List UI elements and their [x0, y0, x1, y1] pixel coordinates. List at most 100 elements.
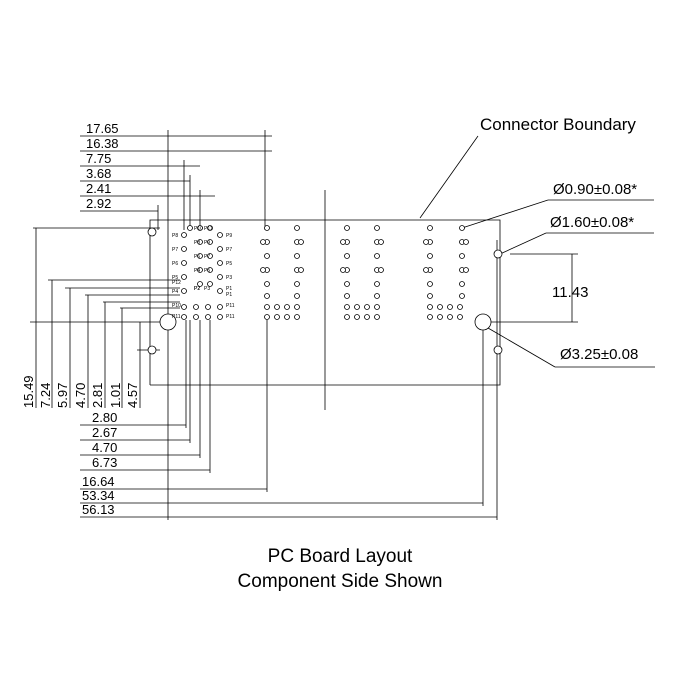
pin-label-midright-1: P9 — [204, 240, 210, 246]
pin-hole — [207, 225, 213, 231]
mount-hole-right — [474, 313, 492, 331]
pin-label-midleft-0: P10 — [194, 226, 203, 232]
dim-2-67: 2.67 — [92, 425, 117, 440]
pin-hole — [344, 293, 350, 299]
dim-2-41: 2.41 — [86, 181, 111, 196]
dim-53-34: 53.34 — [82, 488, 115, 503]
small-hole-callout: Ø0.90±0.08* — [553, 181, 637, 198]
pin-hole — [217, 288, 223, 294]
vdim-15-49: 15.49 — [21, 375, 36, 408]
pin-hole — [207, 239, 213, 245]
pin-hole — [459, 281, 465, 287]
caption-line-2: Component Side Shown — [238, 571, 443, 592]
pin-hole — [340, 267, 346, 273]
pin-hole — [378, 267, 384, 273]
pin-hole — [217, 314, 223, 320]
pin-label-misc-0: P12 — [172, 280, 181, 286]
pin-hole — [459, 293, 465, 299]
pin-label-midright-0: P11 — [204, 226, 213, 232]
pin-hole — [437, 304, 443, 310]
dim-56-13: 56.13 — [82, 502, 115, 517]
pin-hole — [344, 314, 350, 320]
vdim-4-57: 4.57 — [125, 383, 140, 408]
pin-hole — [181, 232, 187, 238]
pin-hole — [364, 314, 370, 320]
pin-hole — [294, 225, 300, 231]
bottom-dimensions: 2.80 2.67 4.70 6.73 16.64 53.34 56.13 — [80, 240, 498, 520]
pin-grid — [181, 225, 469, 320]
pin-hole — [197, 239, 203, 245]
pin-hole — [378, 239, 384, 245]
pin-hole — [437, 314, 443, 320]
pin-hole — [294, 314, 300, 320]
top-dimensions: 17.65 16.38 7.75 3.68 2.41 2.92 — [80, 121, 272, 212]
pin-hole — [181, 274, 187, 280]
pin-hole — [427, 225, 433, 231]
connector-boundary-outline — [149, 219, 501, 386]
pin-hole — [294, 281, 300, 287]
dim-4-70-b: 4.70 — [92, 440, 117, 455]
pin-hole — [374, 253, 380, 259]
pin-label-left-5: P10 — [172, 303, 181, 309]
pin-hole — [374, 225, 380, 231]
pin-label-midleft-4: P2 — [194, 286, 200, 292]
pin-hole — [423, 239, 429, 245]
pin-label-right-3: P3 — [226, 275, 232, 281]
pin-hole — [187, 225, 193, 231]
pin-label-misc-1: P2 — [194, 286, 200, 292]
pin-label-midleft-3: P4 — [194, 268, 200, 274]
pin-label-left-2: P6 — [172, 261, 178, 267]
pin-hole — [294, 293, 300, 299]
pin-hole — [354, 314, 360, 320]
pin-label-right-4: P1 — [226, 292, 232, 298]
pin-label-midright-4: P3 — [204, 286, 210, 292]
pin-label-misc-2: P1 — [226, 286, 232, 292]
pin-label-right-0: P9 — [226, 233, 232, 239]
pin-hole — [447, 304, 453, 310]
pin-hole — [217, 304, 223, 310]
pin-hole — [193, 314, 199, 320]
pin-hole — [181, 260, 187, 266]
connector-boundary-title: Connector Boundary — [480, 115, 636, 134]
dim-17-65: 17.65 — [86, 121, 119, 136]
pin-hole — [260, 239, 266, 245]
pin-hole — [340, 239, 346, 245]
pin-hole — [457, 304, 463, 310]
pin-hole — [374, 304, 380, 310]
pin-hole — [217, 246, 223, 252]
pin-hole — [374, 293, 380, 299]
pin-label-midleft-2: P6 — [194, 254, 200, 260]
pin-label-left-0: P8 — [172, 233, 178, 239]
dim-3-68: 3.68 — [86, 166, 111, 181]
pin-hole — [284, 304, 290, 310]
pin-hole — [217, 260, 223, 266]
pin-hole — [207, 281, 213, 287]
mount-hole-leader — [487, 327, 556, 368]
pin-hole — [264, 253, 270, 259]
pin-hole — [197, 225, 203, 231]
caption-line-1: PC Board Layout — [268, 546, 413, 567]
pin-hole — [294, 253, 300, 259]
pin-hole — [374, 281, 380, 287]
pin-hole — [264, 304, 270, 310]
pin-hole — [463, 239, 469, 245]
alignment-hole-top-right — [493, 249, 503, 259]
vdim-7-24: 7.24 — [38, 383, 53, 408]
dim-16-38: 16.38 — [86, 136, 119, 151]
mount-hole-left — [159, 313, 177, 331]
pin-hole — [427, 293, 433, 299]
pin-hole — [264, 281, 270, 287]
pin-hole — [197, 281, 203, 287]
vdim-5-97: 5.97 — [55, 383, 70, 408]
pin-hole — [427, 314, 433, 320]
dim-16-64: 16.64 — [82, 474, 115, 489]
pin-hole — [264, 314, 270, 320]
vdim-2-81: 2.81 — [90, 383, 105, 408]
pin-label-right-6: P11 — [226, 314, 235, 320]
pin-hole — [217, 232, 223, 238]
height-dim-text: 11.43 — [552, 284, 588, 301]
left-vertical-dims — [30, 227, 180, 408]
pin-hole — [457, 314, 463, 320]
pin-hole — [264, 293, 270, 299]
pin-label-right-5: P11 — [226, 303, 235, 309]
